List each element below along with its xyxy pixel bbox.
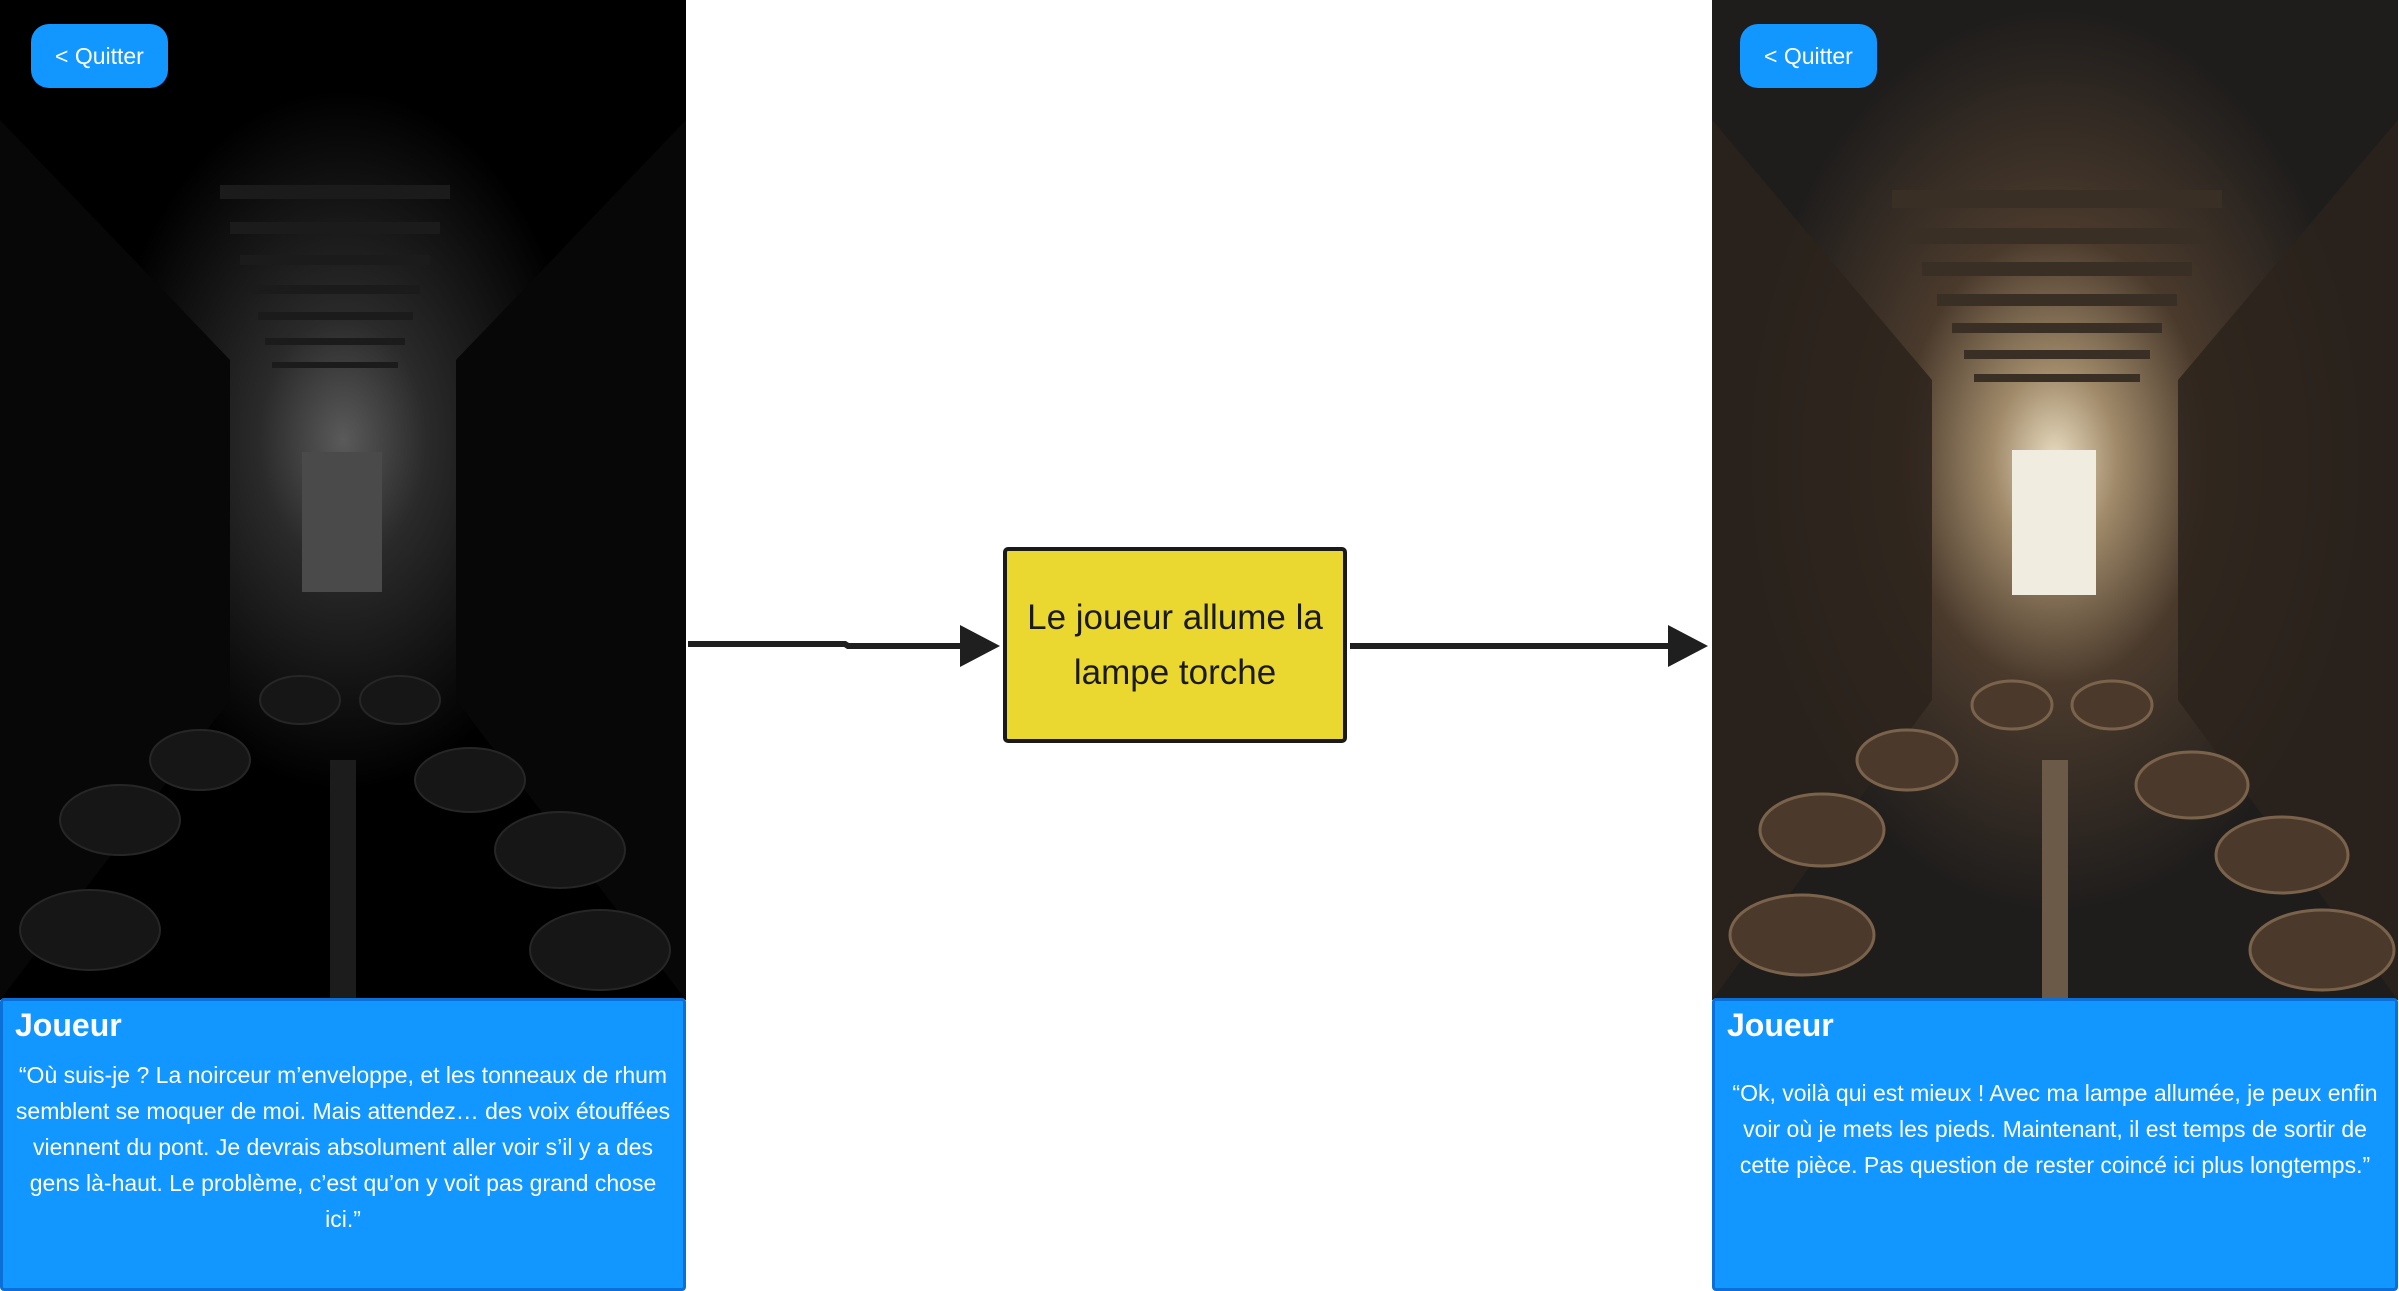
quit-button[interactable]: < Quitter [1740,24,1877,88]
dialog-box: Joueur “Ok, voilà qui est mieux ! Avec m… [1712,998,2398,1291]
event-label: Le joueur allume la lampe torche [1027,598,1323,692]
ship-hold-scene-dark [0,0,686,1000]
screen-before: < Quitter Joueur “Où suis-je ? La noirce… [0,0,686,1291]
speaker-name: Joueur [15,1007,122,1043]
ship-hold-scene-lit [1712,0,2398,1000]
screen-after: < Quitter Joueur “Ok, voilà qui est mieu… [1712,0,2398,1291]
event-box: Le joueur allume la lampe torche [1003,547,1347,743]
quit-button[interactable]: < Quitter [31,24,168,88]
ship-hold-lit-image [1712,0,2398,1000]
dialog-text: “Ok, voilà qui est mieux ! Avec ma lampe… [1732,1080,2378,1178]
arrow-right-connector [1350,625,1708,667]
speaker-name: Joueur [1727,1007,1834,1043]
arrow-left-connector [688,625,1000,667]
dialog-box: Joueur “Où suis-je ? La noirceur m’envel… [0,998,686,1291]
dialog-text: “Où suis-je ? La noirceur m’enveloppe, e… [15,1062,671,1232]
ship-hold-dark-image [0,0,686,1000]
